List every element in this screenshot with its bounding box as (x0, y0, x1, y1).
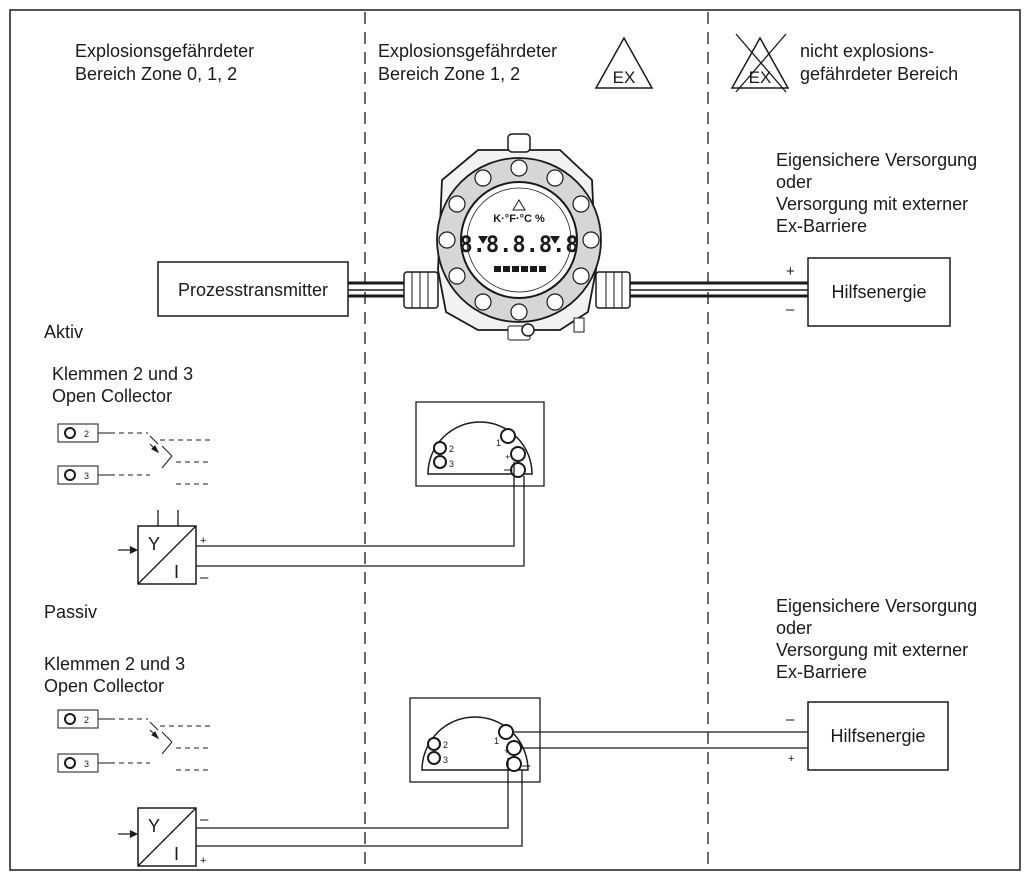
zone012-title-line1: Explosionsgefährdeter (75, 41, 254, 61)
active-wiring (196, 462, 525, 567)
converter-passive-plus: + (200, 855, 206, 867)
passive-block-terminal-1: 1 (494, 736, 499, 746)
converter-active-minus: – (200, 569, 209, 586)
passive-wiring-converter (196, 758, 523, 847)
converter-passive-minus: – (200, 811, 209, 828)
active-block-terminal-1: 1 (496, 438, 501, 448)
converter-passive-output: I (174, 844, 179, 864)
non-ex-crossed-icon: EX (730, 33, 790, 93)
power-top-plus: + (786, 263, 795, 280)
power-supply-bottom (807, 701, 949, 771)
passive-block-minus: – (522, 757, 531, 774)
non-ex-title-line1: nicht explosions- (800, 41, 934, 61)
supply-bottom-line1: Eigensichere Versorgung (776, 596, 977, 616)
ex-warning-icon: EX (594, 36, 654, 89)
passive-block-plus: + (504, 746, 509, 756)
display-digits: 8.8.8.8.8 (459, 233, 578, 258)
zone12-title-line1: Explosionsgefährdeter (378, 41, 557, 61)
supply-bottom-line3: Versorgung mit externer (776, 640, 968, 660)
supply-top-line4: Ex-Barriere (776, 216, 867, 236)
active-terminals-caption-line1: Klemmen 2 und 3 (52, 364, 193, 384)
supply-bottom-line2: oder (776, 618, 812, 638)
active-terminal-3: 3 (84, 471, 89, 481)
active-terminals-caption-line2: Open Collector (52, 386, 172, 406)
converter-passive (118, 807, 197, 867)
cable-device-to-power (630, 281, 808, 298)
field-display-device: K·°F·°C % 8.8.8.8.8 (403, 133, 631, 341)
power-supply-bottom-label: Hilfsenergie (830, 726, 925, 746)
supply-top-line1: Eigensichere Versorgung (776, 150, 977, 170)
zone12-title-line2: Bereich Zone 1, 2 (378, 64, 520, 84)
converter-active-plus: + (200, 535, 206, 547)
passive-terminal-2: 2 (84, 715, 89, 725)
power-top-minus: – (786, 301, 795, 318)
power-supply-top-label: Hilfsenergie (831, 282, 926, 302)
passive-terminal-3: 3 (84, 759, 89, 769)
section-passive-label: Passiv (44, 602, 97, 622)
display-units: K·°F·°C % (493, 213, 545, 225)
active-block-minus: – (504, 461, 513, 478)
active-block-terminal-3: 3 (449, 459, 454, 469)
non-ex-symbol-label: EX (749, 68, 772, 87)
active-terminal-2: 2 (84, 429, 89, 439)
active-block-plus: + (505, 452, 510, 462)
open-collector-symbol-active (57, 423, 210, 485)
passive-terminals-caption-line2: Open Collector (44, 676, 164, 696)
zone012-title-line2: Bereich Zone 0, 1, 2 (75, 64, 237, 84)
terminal-block-passive (409, 697, 541, 783)
passive-block-terminal-3: 3 (443, 755, 448, 765)
converter-active-output: I (174, 562, 179, 582)
power-bottom-minus: – (786, 711, 795, 728)
supply-top-line2: oder (776, 172, 812, 192)
converter-active-input: Y (148, 534, 160, 554)
supply-top-line3: Versorgung mit externer (776, 194, 968, 214)
power-bottom-plus: + (788, 753, 794, 765)
passive-wiring-power (512, 731, 808, 749)
process-transmitter-box (157, 261, 349, 317)
supply-bottom-line4: Ex-Barriere (776, 662, 867, 682)
power-supply-top (807, 257, 951, 327)
passive-terminals-caption-line1: Klemmen 2 und 3 (44, 654, 185, 674)
converter-passive-input: Y (148, 816, 160, 836)
non-ex-title-line2: gefährdeter Bereich (800, 64, 958, 84)
cable-transmitter-to-device (348, 281, 410, 298)
terminal-block-active (415, 401, 545, 487)
converter-active (118, 510, 197, 585)
process-transmitter-label: Prozesstransmitter (178, 280, 328, 300)
passive-block-terminal-2: 2 (443, 740, 448, 750)
section-active-label: Aktiv (44, 322, 83, 342)
ex-symbol-label: EX (613, 68, 636, 87)
open-collector-symbol-passive (57, 709, 210, 773)
active-block-terminal-2: 2 (449, 444, 454, 454)
diagram-frame (9, 9, 1021, 871)
